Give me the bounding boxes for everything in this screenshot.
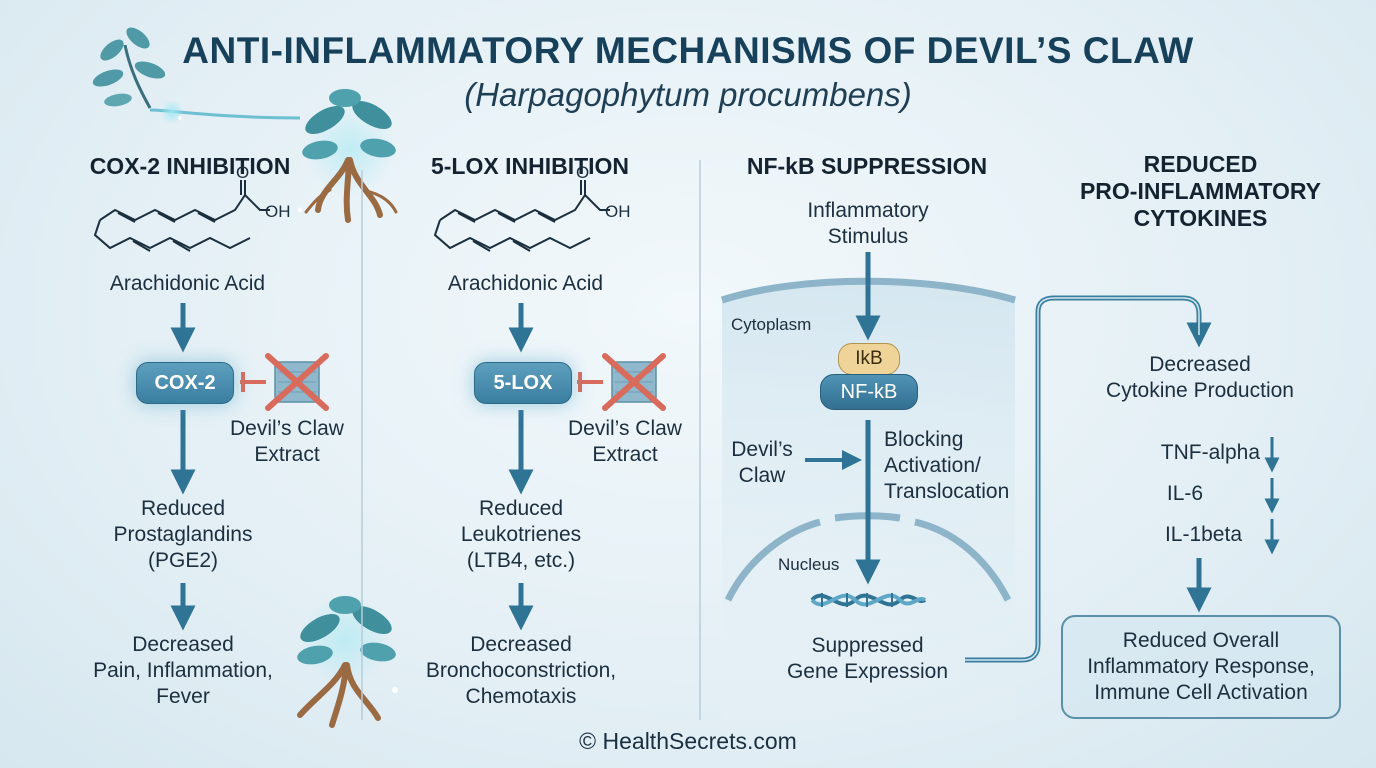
footer-copyright: © HealthSecrets.com bbox=[579, 728, 797, 754]
cytoplasm-label: Cytoplasm bbox=[731, 315, 812, 334]
final-result-box: Reduced Overall Inflammatory Response, I… bbox=[1061, 615, 1341, 719]
cytokines-heading: REDUCED PRO-INFLAMMATORY CYTOKINES bbox=[1079, 151, 1322, 231]
ikb-protein: IkB bbox=[838, 343, 900, 375]
inhibition-bar-icon bbox=[577, 372, 603, 392]
nuclear-membrane bbox=[724, 518, 821, 602]
cytokine-decrease: Decreased Cytokine Production bbox=[1106, 353, 1294, 402]
cytokine-il-6: IL-6 bbox=[1166, 482, 1204, 505]
cox-product: Reduced Prostaglandins (PGE2) bbox=[113, 497, 253, 572]
arachidonic-acid-structure-icon bbox=[93, 180, 270, 252]
nfkb-stimulus: Inflammatory Stimulus bbox=[807, 199, 929, 248]
lox-heading: 5-LOX INHIBITION bbox=[430, 153, 630, 179]
cox-inhibitor: Devil’s Claw Extract bbox=[230, 417, 344, 466]
devils-claw-plant-icon bbox=[297, 595, 396, 728]
cytokine-il-1beta: IL-1beta bbox=[1164, 523, 1242, 546]
cox-effect: Decreased Pain, Inflammation, Fever bbox=[93, 633, 273, 708]
nfkb-result: Suppressed Gene Expression bbox=[786, 634, 949, 683]
5-lox-enzyme: 5-LOX bbox=[474, 362, 572, 404]
nucleus-label: Nucleus bbox=[778, 555, 840, 574]
nfkb-protein: NF-kB bbox=[820, 374, 918, 410]
lox-o-label: O bbox=[576, 163, 590, 182]
cox-substrate: Arachidonic Acid bbox=[109, 272, 266, 295]
lox-substrate: Arachidonic Acid bbox=[447, 272, 604, 295]
nfkb-block: Blocking Activation/ Translocation bbox=[884, 428, 1010, 503]
cytokine-tnf-alpha: TNF-alpha bbox=[1160, 441, 1260, 464]
cox-heading: COX-2 INHIBITION bbox=[89, 153, 291, 179]
cox-o-label: O bbox=[236, 163, 250, 182]
blocked-x-icon bbox=[265, 353, 329, 411]
cox-oh-label: OH bbox=[265, 202, 291, 221]
lox-inhibitor: Devil’s Claw Extract bbox=[568, 417, 682, 466]
page-title: ANTI-INFLAMMATORY MECHANISMS OF DEVIL’S … bbox=[182, 30, 1194, 71]
lox-effect: Decreased Bronchoconstriction, Chemotaxi… bbox=[425, 633, 617, 708]
dna-helix-icon bbox=[810, 593, 927, 607]
plant-sprig-icon bbox=[92, 27, 301, 124]
nfkb-heading: NF-kB SUPPRESSION bbox=[746, 153, 988, 179]
lox-product: Reduced Leukotrienes (LTB4, etc.) bbox=[460, 497, 582, 572]
nfkb-agent: Devil’s Claw bbox=[731, 438, 793, 487]
arachidonic-acid-structure-icon bbox=[433, 180, 610, 252]
page-subtitle: (Harpagophytum procumbens) bbox=[464, 76, 912, 113]
cox-2-enzyme: COX-2 bbox=[136, 362, 234, 404]
lox-oh-label: OH bbox=[605, 202, 631, 221]
inhibition-bar-icon bbox=[240, 372, 266, 392]
devils-claw-plant-icon bbox=[302, 89, 398, 223]
blocked-x-icon bbox=[602, 353, 666, 411]
